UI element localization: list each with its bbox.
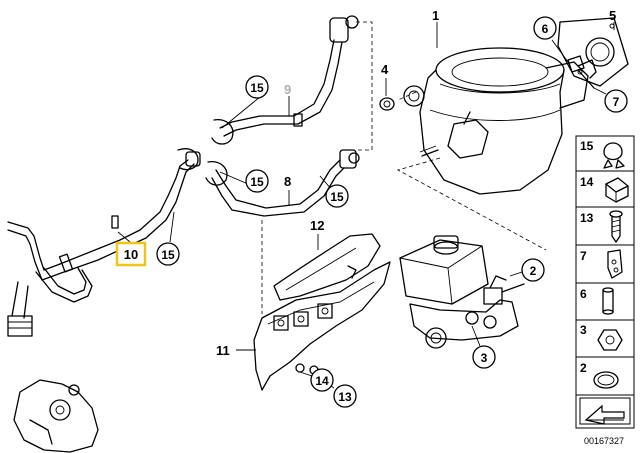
svg-text:14: 14 [315,374,329,388]
vacuum-hose-8[interactable] [205,149,360,217]
svg-text:7: 7 [580,249,587,263]
callout-15-right[interactable]: 15 [319,175,349,208]
callout-14[interactable]: 14 [299,368,334,392]
vacuum-pump-fragment [13,379,99,453]
booster-clip[interactable] [567,55,595,89]
callout-10-highlighted[interactable]: 10 [115,231,147,267]
legend-item-7[interactable]: 7 [580,249,623,279]
image-code: 00167327 [584,436,624,446]
svg-text:13: 13 [338,390,352,404]
callout-7[interactable]: 7 [593,87,628,113]
callout-13[interactable]: 13 [313,373,357,408]
legend-item-3[interactable]: 3 [580,323,623,351]
svg-text:12: 12 [310,218,324,233]
svg-text:14: 14 [580,175,594,189]
svg-text:15: 15 [580,139,594,153]
legend-item-6[interactable]: 6 [580,287,614,315]
navigation-arrow-icon[interactable] [579,397,631,425]
svg-text:13: 13 [580,211,594,225]
vacuum-hose-assembly[interactable] [7,148,201,337]
vacuum-hose-9[interactable] [211,15,359,145]
svg-text:7: 7 [613,95,620,109]
clip-icon [607,249,623,279]
legend-item-14[interactable]: 14 [580,175,629,203]
svg-text:15: 15 [250,175,264,189]
callout-9[interactable]: 9 [284,82,291,116]
callout-4[interactable]: 4 [381,62,389,96]
svg-text:8: 8 [284,174,291,189]
callout-11[interactable]: 11 [216,343,256,358]
leader-dash-4 [397,91,417,101]
svg-text:15: 15 [250,81,264,95]
svg-text:3: 3 [580,323,587,337]
small-parts-legend [575,135,635,429]
legend-item-2[interactable]: 2 [580,361,619,389]
brake-booster[interactable] [403,47,597,195]
speed-nut-icon [605,177,629,203]
svg-text:6: 6 [580,287,587,301]
callout-8[interactable]: 8 [284,174,291,206]
master-cylinder[interactable] [399,235,525,349]
leader-dash-hoses [356,21,373,151]
svg-text:5: 5 [609,8,616,23]
callout-15-left[interactable]: 15 [156,211,180,266]
legend-item-15[interactable]: 15 [580,139,625,169]
svg-text:2: 2 [530,264,537,278]
screw-icon [609,210,623,243]
svg-text:11: 11 [216,343,230,358]
grommet-4[interactable] [379,97,395,111]
callout-3[interactable]: 3 [471,325,496,369]
svg-text:9: 9 [284,82,291,97]
hex-nut-icon [597,329,623,351]
callout-12[interactable]: 12 [310,218,324,250]
svg-text:10: 10 [124,247,138,262]
callout-2[interactable]: 2 [509,258,545,282]
callout-1[interactable]: 1 [432,8,439,48]
callout-15-upper[interactable]: 15 [221,75,269,129]
svg-text:1: 1 [432,8,439,23]
hose-clamp-icon [603,142,625,169]
o-ring-icon [593,371,619,389]
callout-15-middle[interactable]: 15 [219,169,269,193]
svg-text:6: 6 [542,22,549,36]
callout-5[interactable]: 5 [609,8,616,30]
svg-text:15: 15 [161,248,175,262]
leader-dash-booster [396,157,547,251]
legend-item-13[interactable]: 13 [580,210,623,243]
callout-6[interactable]: 6 [533,16,569,63]
svg-text:4: 4 [381,62,389,77]
booster-seal-plate[interactable] [557,17,629,87]
svg-text:15: 15 [330,190,344,204]
svg-text:2: 2 [580,361,587,375]
pin-icon [602,287,614,315]
svg-text:3: 3 [481,351,488,365]
heat-shield[interactable] [273,233,381,301]
